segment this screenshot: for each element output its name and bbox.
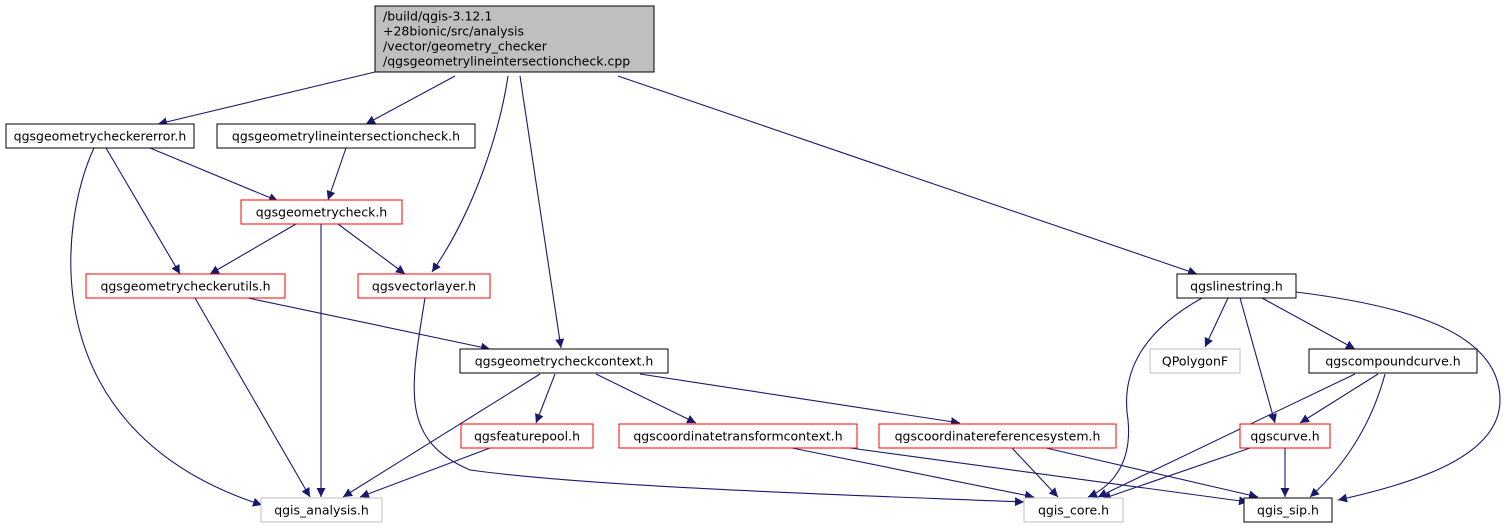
- edge-checkcontext-analysis: [342, 373, 541, 498]
- node-checkerutils-label: qgsgeometrycheckerutils.h: [100, 279, 270, 294]
- edge-checkcontext-featurepool: [535, 373, 556, 424]
- node-geometrycheck[interactable]: qgsgeometrycheck.h: [240, 199, 403, 225]
- edge-crs-sip: [1045, 447, 1259, 500]
- node-geometrycheck-label: qgsgeometrycheck.h: [256, 205, 387, 220]
- edge-curve-core: [1101, 447, 1251, 501]
- node-checkererror-label: qgsgeometrycheckererror.h: [14, 129, 187, 144]
- root-line-2: +28bionic/src/analysis: [383, 24, 524, 39]
- root-line-3: /vector/geometry_checker: [383, 39, 548, 54]
- edge-checkerutils-analysis: [194, 297, 311, 498]
- node-analysis[interactable]: qgis_analysis.h: [260, 497, 383, 523]
- node-linestring-label: qgslinestring.h: [1190, 279, 1283, 294]
- edge-geometrycheck-checkerutils: [209, 223, 297, 275]
- node-lineintersectioncheck[interactable]: qgsgeometrylineintersectioncheck.h: [216, 123, 476, 149]
- node-featurepool[interactable]: qgsfeaturepool.h: [460, 423, 594, 449]
- edge-vectorlayer-core: [413, 297, 1025, 507]
- node-curve-label: qgscurve.h: [1250, 429, 1319, 444]
- edge-root-checkererror: [157, 71, 376, 127]
- edge-linestring-curve: [1239, 297, 1277, 424]
- edge-checkerutils-checkcontext: [247, 297, 491, 352]
- edge-linestring-core: [1087, 297, 1203, 498]
- root-node[interactable]: /build/qgis-3.12.1 +28bionic/src/analysi…: [374, 5, 655, 73]
- node-compoundcurve[interactable]: qgscompoundcurve.h: [1308, 348, 1478, 374]
- edge-root-checkcontext: [519, 75, 565, 349]
- edge-checkererror-checkerutils: [105, 147, 181, 275]
- edge-checkcontext-crs: [639, 373, 961, 427]
- node-sip[interactable]: qgis_sip.h: [1243, 497, 1333, 523]
- edge-crs-core: [1011, 447, 1059, 498]
- node-vectorlayer[interactable]: qgsvectorlayer.h: [357, 273, 491, 299]
- edge-geometrycheck-vectorlayer: [337, 223, 406, 275]
- edge-lineintersectioncheck-geometrycheck: [326, 147, 347, 201]
- edge-linestring-sip: [1295, 291, 1501, 503]
- node-sip-label: qgis_sip.h: [1257, 503, 1319, 518]
- edge-root-lineintersectioncheck: [365, 75, 456, 125]
- edge-linestring-compoundcurve: [1261, 297, 1356, 350]
- edge-transformcontext-core: [791, 447, 1035, 500]
- node-crs-label: qgscoordinatereferencesystem.h: [895, 429, 1101, 444]
- node-core-label: qgis_core.h: [1038, 503, 1109, 518]
- node-lineintersectioncheck-label: qgsgeometrylineintersectioncheck.h: [232, 129, 460, 144]
- edge-root-linestring: [617, 75, 1198, 276]
- edge-checkcontext-transformcontext: [595, 373, 697, 424]
- node-checkererror[interactable]: qgsgeometrycheckererror.h: [5, 123, 195, 149]
- node-featurepool-label: qgsfeaturepool.h: [474, 429, 580, 444]
- node-qpolygonf[interactable]: QPolygonF: [1149, 348, 1241, 374]
- node-linestring[interactable]: qgslinestring.h: [1176, 273, 1297, 299]
- root-line-1: /build/qgis-3.12.1: [383, 9, 492, 24]
- edge-compoundcurve-core: [1097, 373, 1356, 498]
- node-core[interactable]: qgis_core.h: [1023, 497, 1124, 523]
- edges: [70, 71, 1501, 507]
- node-qpolygonf-label: QPolygonF: [1162, 354, 1228, 369]
- edge-checkererror-geometrycheck: [149, 147, 279, 202]
- edge-root-vectorlayer: [431, 75, 509, 273]
- edge-checkererror-analysis: [70, 147, 263, 507]
- node-checkerutils[interactable]: qgsgeometrycheckerutils.h: [85, 273, 286, 299]
- node-compoundcurve-label: qgscompoundcurve.h: [1325, 354, 1460, 369]
- node-curve[interactable]: qgscurve.h: [1239, 423, 1331, 449]
- node-checkcontext-label: qgsgeometrycheckcontext.h: [475, 354, 654, 369]
- edge-linestring-qpolygonf: [1204, 297, 1229, 348]
- edge-transformcontext-sip: [849, 447, 1249, 506]
- node-vectorlayer-label: qgsvectorlayer.h: [372, 279, 476, 294]
- edge-compoundcurve-curve: [1299, 373, 1379, 424]
- node-crs[interactable]: qgscoordinatereferencesystem.h: [878, 423, 1117, 449]
- node-transformcontext-label: qgscoordinatetransformcontext.h: [633, 429, 842, 444]
- node-transformcontext[interactable]: qgscoordinatetransformcontext.h: [618, 423, 858, 449]
- node-checkcontext[interactable]: qgsgeometrycheckcontext.h: [459, 348, 669, 374]
- edge-featurepool-analysis: [359, 447, 491, 499]
- root-line-4: /qgsgeometrylineintersectioncheck.cpp: [383, 54, 630, 69]
- node-analysis-label: qgis_analysis.h: [274, 503, 369, 518]
- edge-compoundcurve-sip: [1309, 373, 1386, 498]
